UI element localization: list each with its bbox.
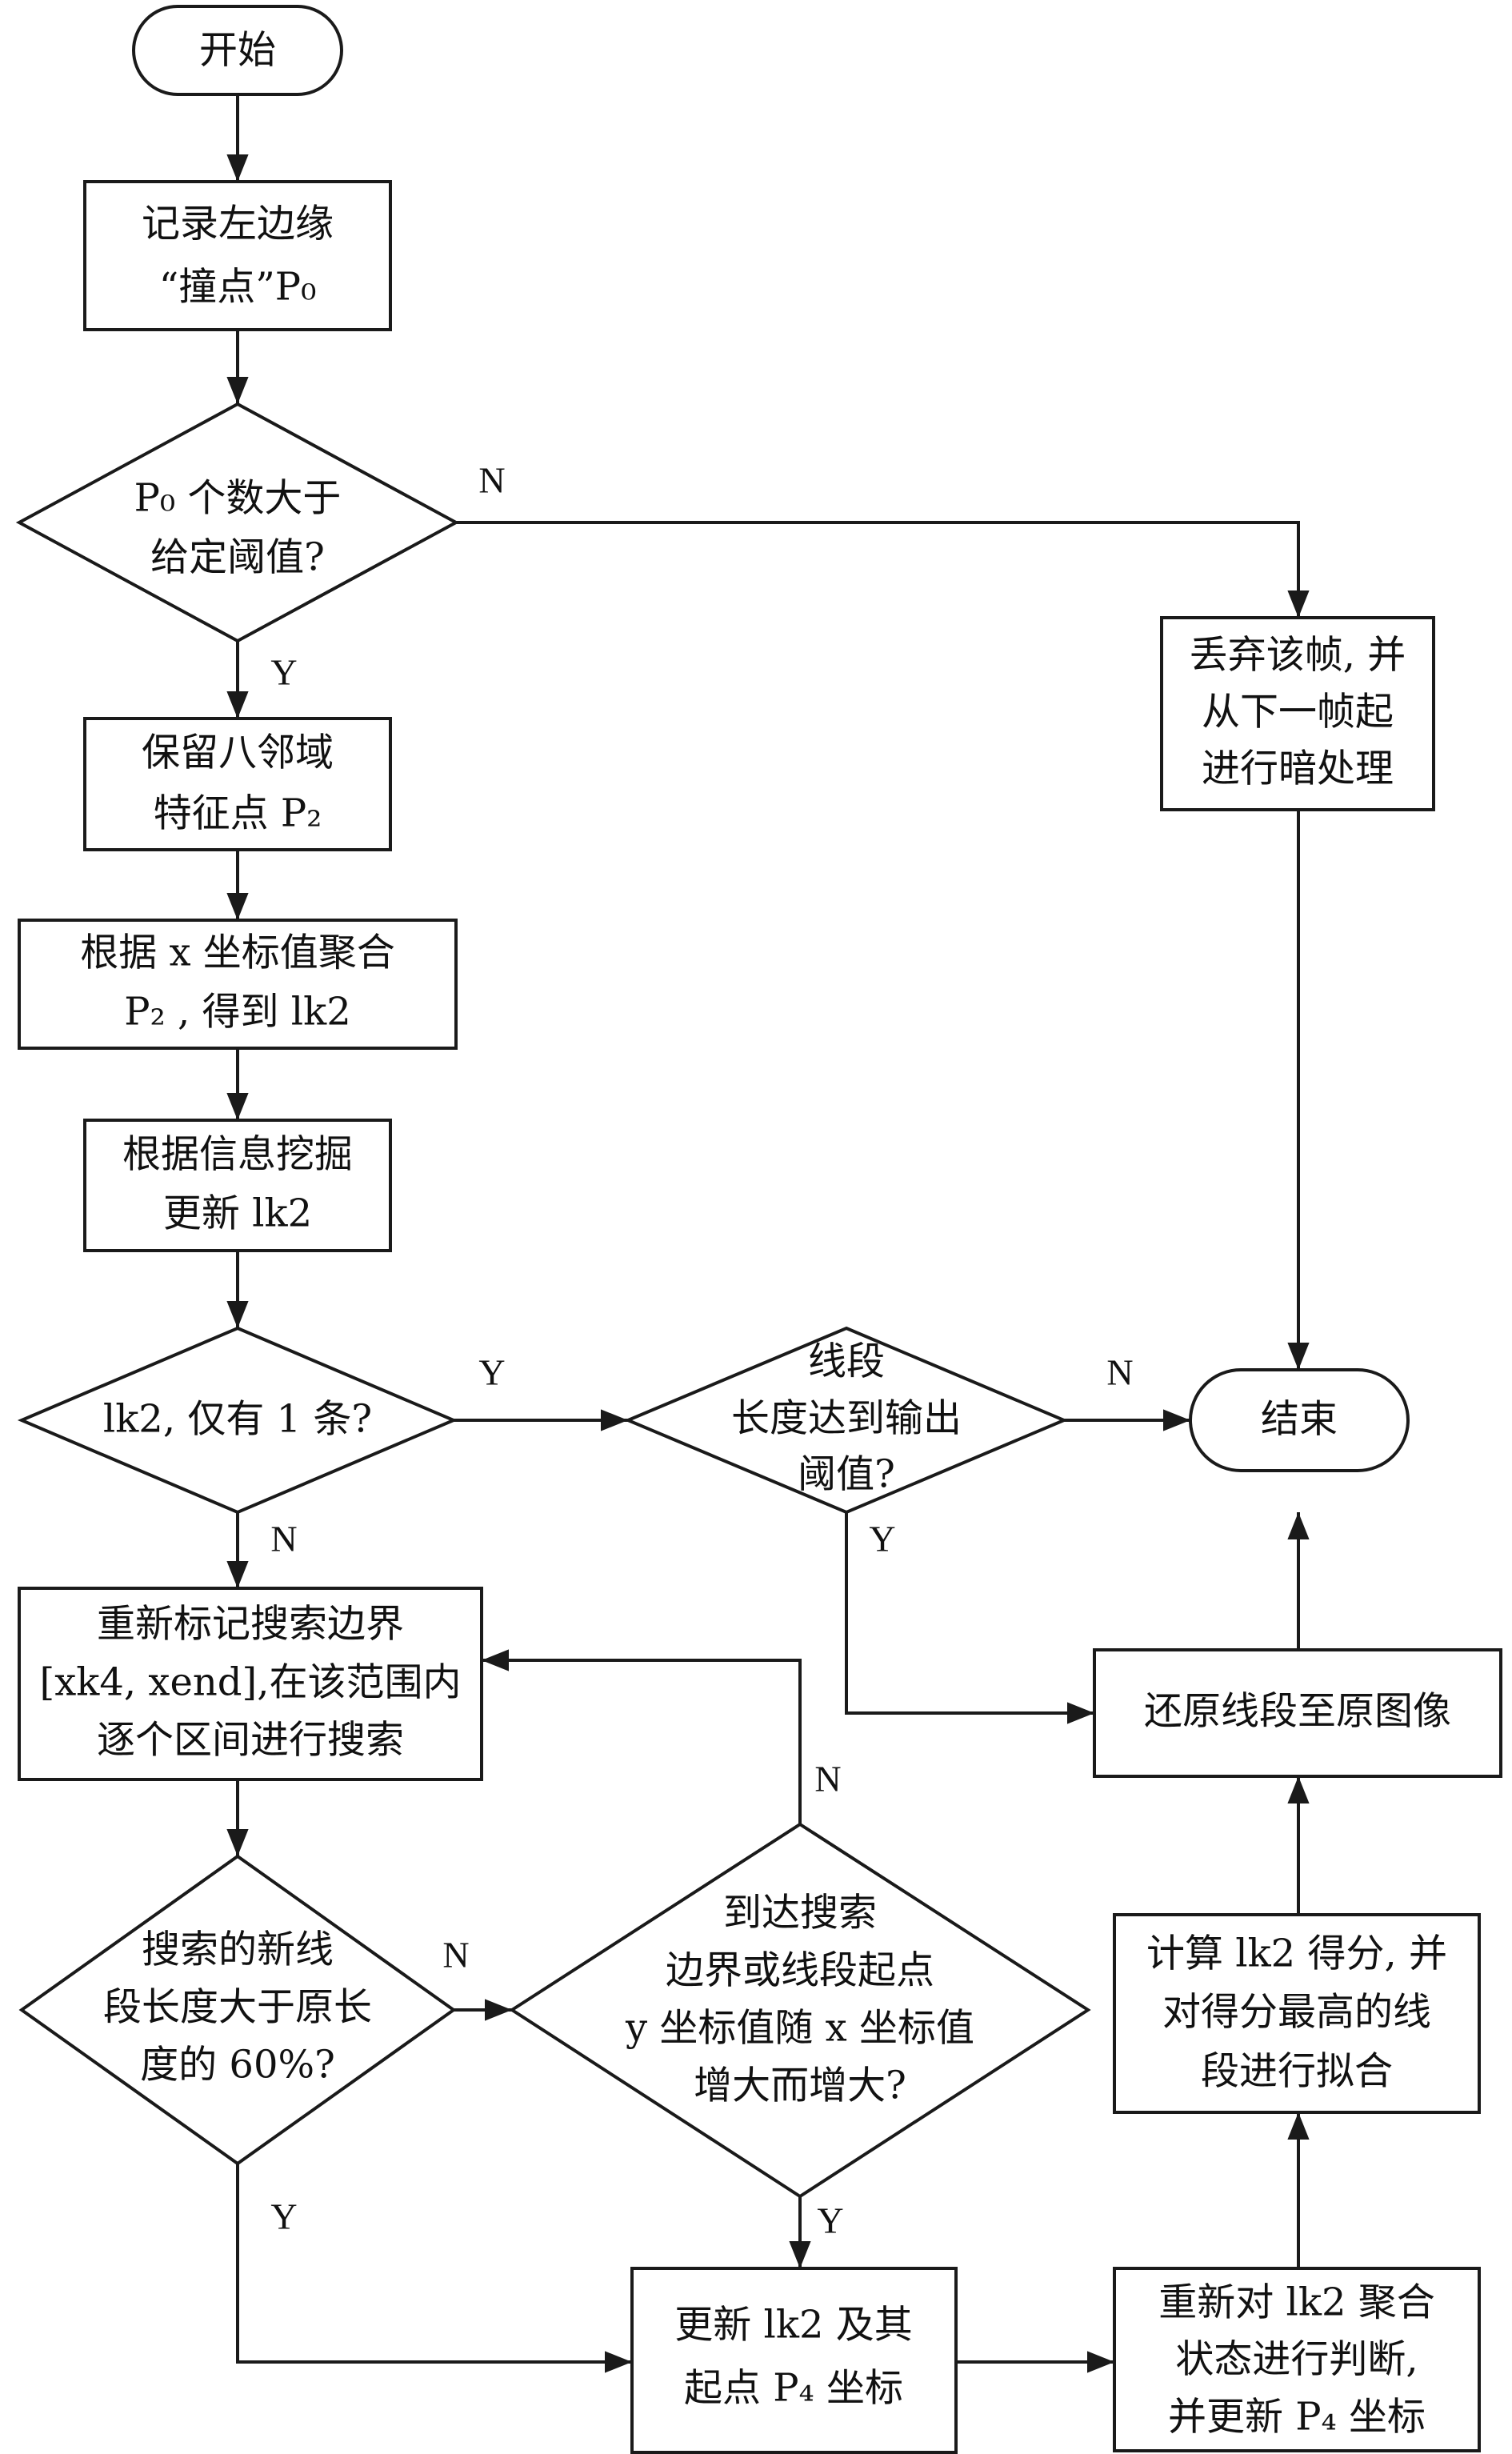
re-mark-bounds-line-2: [xk4, xend],在该范围内 [39, 1660, 461, 1705]
new-length-check-line-2: 段长度大于原长 [103, 1985, 372, 2030]
edges [226, 94, 1310, 2373]
label-reach-no: N [814, 1759, 841, 1799]
edge-reach-no [482, 1649, 802, 1824]
node-check-p0-count: P₀ 个数大于 给定阈值? [15, 402, 460, 643]
new-length-check-line-3: 度的 60%? [140, 2043, 335, 2088]
node-start: 开始 [132, 5, 343, 96]
node-reach-bound-check: 到达搜索 边界或线段起点 y 坐标值随 x 坐标值 增大而增大? [509, 1822, 1091, 2199]
edge-length-yes [845, 1512, 1094, 1724]
rejudge-state-line-1: 重新对 lk2 聚合 [1158, 2280, 1435, 2325]
node-score-fit: 计算 lk2 得分, 并 对得分最高的线 段进行拟合 [1113, 1913, 1481, 2114]
keep-8-neighbor-line-1: 保留八邻域 [142, 731, 334, 775]
update-start-line-1: 更新 lk2 及其 [674, 2303, 913, 2348]
re-mark-bounds-line-3: 逐个区间进行搜索 [97, 1718, 404, 1763]
keep-8-neighbor-line-2: 特征点 P₂ [154, 791, 322, 836]
label-only-one-no: N [270, 1519, 297, 1559]
restore-segment-line-1: 还原线段至原图像 [1144, 1689, 1451, 1734]
update-start-line-2: 起点 P₄ 坐标 [684, 2366, 903, 2411]
reach-bound-check-line-4: 增大而增大? [694, 2064, 906, 2108]
node-new-length-check: 搜索的新线 段长度大于原长 度的 60%? [18, 1854, 457, 2166]
length-threshold-line-2: 长度达到输出 [731, 1396, 962, 1441]
reach-bound-check-line-1: 到达搜索 [723, 1891, 877, 1936]
label-length-yes: Y [869, 1519, 895, 1559]
node-rejudge-state: 重新对 lk2 聚合 状态进行判断, 并更新 P₄ 坐标 [1113, 2267, 1481, 2452]
edge-labels: N Y Y N N Y N N Y Y [270, 460, 1133, 2241]
re-mark-bounds-line-1: 重新标记搜索边界 [97, 1602, 404, 1647]
end-label: 结束 [1261, 1397, 1338, 1442]
label-only-one-yes: Y [478, 1352, 505, 1393]
check-p0-count-line-2: 给定阈值? [150, 535, 325, 580]
label-p0-yes: Y [270, 652, 297, 693]
node-update-by-mining: 根据信息挖掘 更新 lk2 [83, 1119, 392, 1252]
length-threshold-line-1: 线段 [808, 1339, 885, 1384]
node-length-threshold: 线段 长度达到输出 阈值? [623, 1326, 1069, 1515]
check-p0-count-line-1: P₀ 个数大于 [134, 476, 342, 521]
score-fit-line-3: 段进行拟合 [1201, 2049, 1393, 2094]
edge-check-p0-no [456, 521, 1310, 618]
discard-frame-line-1: 丢弃该帧, 并 [1190, 633, 1406, 678]
rejudge-state-line-3: 并更新 P₄ 坐标 [1168, 2395, 1426, 2440]
node-only-one: lk2, 仅有 1 条? [17, 1326, 458, 1515]
discard-frame-line-2: 从下一帧起 [1202, 690, 1394, 735]
node-update-start: 更新 lk2 及其 起点 P₄ 坐标 [630, 2267, 958, 2454]
start-label: 开始 [199, 28, 276, 73]
discard-frame-line-3: 进行暗处理 [1202, 747, 1394, 791]
update-by-mining-line-2: 更新 lk2 [163, 1191, 312, 1236]
update-by-mining-line-1: 根据信息挖掘 [122, 1132, 353, 1177]
rejudge-state-line-2: 状态进行判断, [1175, 2337, 1418, 2382]
new-length-check-line-1: 搜索的新线 [142, 1928, 334, 1972]
edge-new-len-yes [236, 2164, 632, 2373]
record-left-edge-line-2: “撞点”P₀ [159, 265, 317, 310]
node-re-mark-bounds: 重新标记搜索边界 [xk4, xend],在该范围内 逐个区间进行搜索 [18, 1587, 483, 1781]
node-keep-8-neighbor: 保留八邻域 特征点 P₂ [83, 717, 392, 851]
score-fit-line-2: 对得分最高的线 [1162, 1990, 1431, 2035]
node-restore-segment: 还原线段至原图像 [1093, 1648, 1502, 1778]
reach-bound-check-line-2: 边界或线段起点 [666, 1948, 934, 1993]
label-new-len-yes: Y [270, 2196, 297, 2237]
cluster-x-line-1: 根据 x 坐标值聚合 [80, 931, 395, 975]
node-record-left-edge: 记录左边缘 “撞点”P₀ [83, 180, 392, 331]
only-one-line-1: lk2, 仅有 1 条? [103, 1397, 372, 1442]
node-discard-frame: 丢弃该帧, 并 从下一帧起 进行暗处理 [1160, 616, 1435, 811]
label-length-no: N [1106, 1352, 1133, 1393]
node-cluster-x: 根据 x 坐标值聚合 P₂ , 得到 lk2 [18, 919, 458, 1050]
label-p0-no: N [478, 460, 505, 501]
node-end: 结束 [1189, 1368, 1410, 1472]
record-left-edge-line-1: 记录左边缘 [142, 202, 334, 246]
reach-bound-check-line-3: y 坐标值随 x 坐标值 [625, 2006, 974, 2051]
label-reach-yes: Y [817, 2200, 843, 2241]
score-fit-line-1: 计算 lk2 得分, 并 [1146, 1932, 1447, 1976]
length-threshold-line-3: 阈值? [798, 1452, 895, 1497]
cluster-x-line-2: P₂ , 得到 lk2 [124, 990, 351, 1035]
label-new-len-no: N [442, 1935, 469, 1976]
